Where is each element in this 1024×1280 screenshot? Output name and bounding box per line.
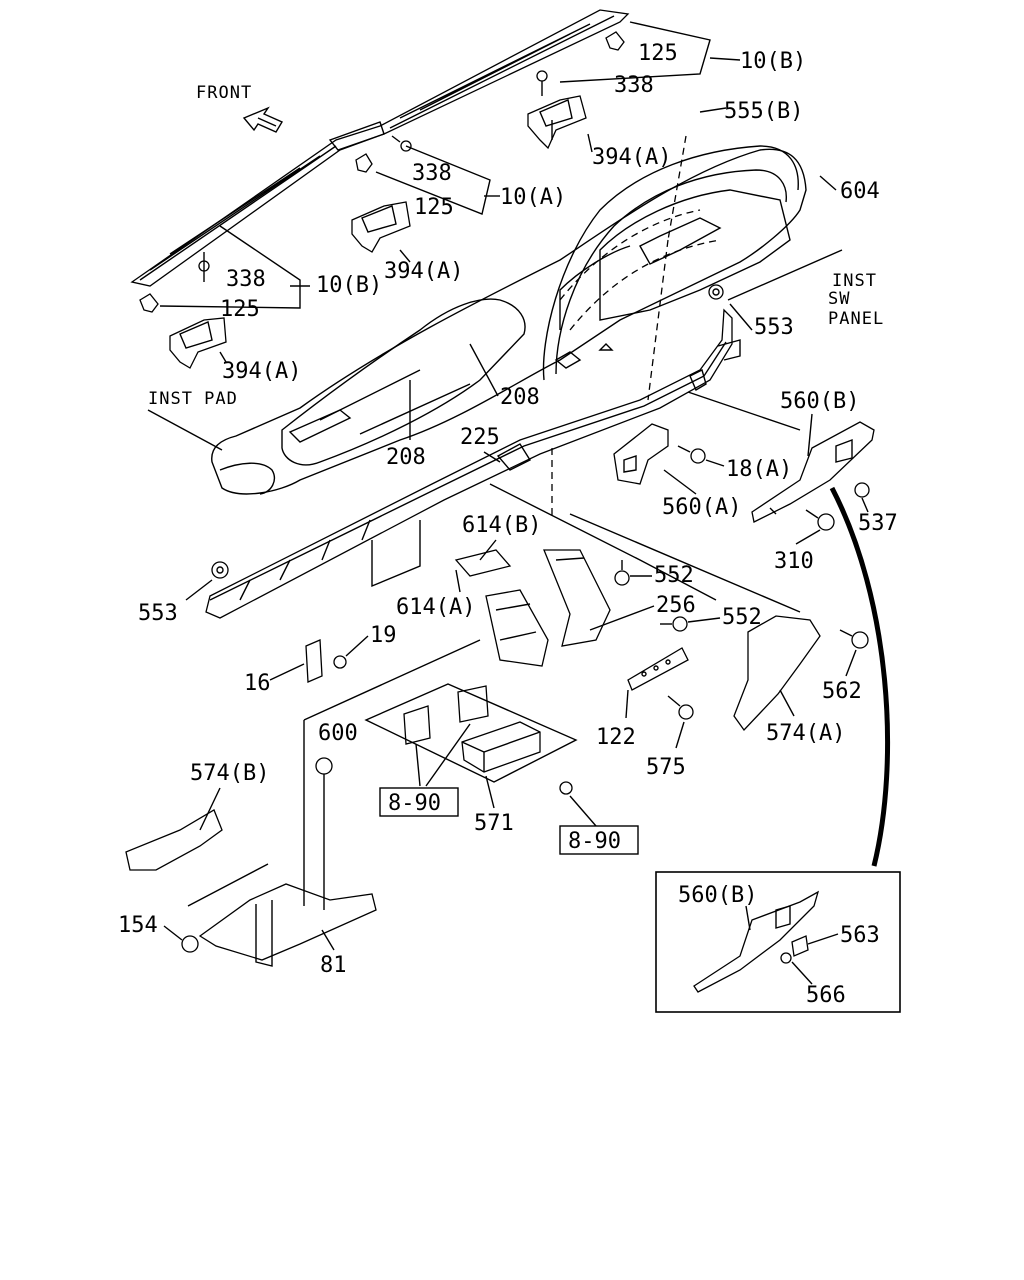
callout-394a: 394(A) [592,145,671,170]
callout-562: 562 [822,679,862,704]
group-outline [364,683,578,783]
bolt-310 [805,509,835,531]
callout-574a: 574(A) [766,721,845,746]
nut-553-lower [211,561,229,579]
bolts-552 [614,560,688,632]
bolt-575 [667,695,694,720]
callout-10b: 10(B) [740,49,806,74]
bracket-560a [613,423,669,485]
instrument-pad [211,145,807,495]
callout-560b: 560(B) [780,389,859,414]
callout-10b: 10(B) [316,273,382,298]
ref-8-90-left[interactable]: 8-90 [388,791,441,816]
bracket-16 [305,639,323,683]
callout-555b: 555(B) [724,99,803,124]
inset-part-566 [780,952,792,964]
callout-575: 575 [646,755,686,780]
plate-122 [627,647,689,691]
callout-553: 553 [138,601,178,626]
detail-inset-frame [655,871,901,1013]
label-inst: INST [832,271,877,291]
clip-394a-left [169,317,227,369]
callout-81: 81 [320,953,347,978]
callout-552: 552 [722,605,762,630]
callout-338: 338 [412,161,452,186]
bracket-574a [733,615,821,732]
clip-394a-top [527,95,587,150]
callout-338: 338 [614,73,654,98]
callout-614b: 614(B) [462,513,541,538]
label-panel: PANEL [828,309,884,329]
label-inst-pad: INST PAD [148,389,238,409]
front-label: FRONT [196,83,252,103]
defroster-nozzle [130,9,630,287]
callout-600: 600 [318,721,358,746]
callout-208: 208 [500,385,540,410]
callout-310: 310 [774,549,814,574]
bolt-562 [839,629,869,649]
bolt-18a [677,445,706,464]
callout-537: 537 [858,511,898,536]
callout-125: 125 [220,297,260,322]
callout-552: 552 [654,563,694,588]
callout-604: 604 [840,179,880,204]
callout-10a: 10(A) [500,185,566,210]
callout-394a: 394(A) [222,359,301,384]
nut-154 [181,935,199,953]
screw-338-parts [198,70,548,282]
callout-122: 122 [596,725,636,750]
callout-256: 256 [656,593,696,618]
clip-394a-mid [351,201,411,253]
nut-600 [315,757,333,910]
callout-394a: 394(A) [384,259,463,284]
inset-bracket-560b [693,890,820,993]
callout-125: 125 [414,195,454,220]
callout-566: 566 [806,983,846,1008]
bracket-256 [543,549,611,647]
callout-225: 225 [460,425,500,450]
bracket-574b [125,809,223,871]
label-sw: SW [828,289,850,309]
callout-154: 154 [118,913,158,938]
callout-19: 19 [370,623,397,648]
bracket-81 [198,883,377,967]
callout-571: 571 [474,811,514,836]
callout-338: 338 [226,267,266,292]
nut-553-upper [708,284,724,300]
callout-553: 553 [754,315,794,340]
callout-614a: 614(A) [396,595,475,620]
screw-19 [333,655,347,669]
nut-537 [854,482,870,498]
front-arrow-icon [242,106,284,133]
ref-8-90-right[interactable]: 8-90 [568,829,621,854]
bracket-small [403,685,489,745]
callout-560a: 560(A) [662,495,741,520]
screw-8-90 [559,781,573,795]
bracket-614b [454,549,512,577]
inset-leader [829,486,891,867]
ref-box-left [379,787,459,817]
bracket-614a [485,589,549,667]
cross-beam [205,308,741,619]
ref-box-right [559,825,639,855]
clip-125-parts [139,31,625,313]
callout-16: 16 [244,671,271,696]
callout-18a: 18(A) [726,457,792,482]
box-571 [461,721,541,773]
inset-part-563 [791,935,809,957]
callout-563: 563 [840,923,880,948]
callout-208: 208 [386,445,426,470]
bracket-560b [751,421,875,523]
callout-125: 125 [638,41,678,66]
callout-574b: 574(B) [190,761,269,786]
callout-560b-inset: 560(B) [678,883,757,908]
